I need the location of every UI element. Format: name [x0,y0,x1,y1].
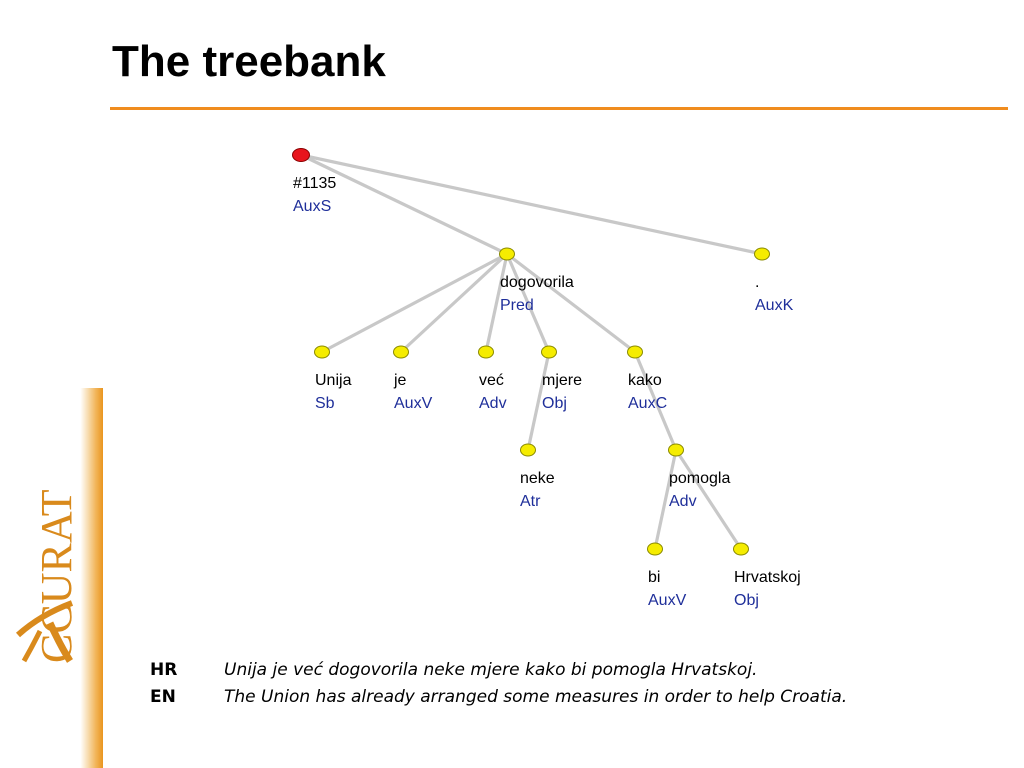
edge-root-period [300,153,763,256]
node-label: Pred [500,297,534,314]
edge-kako-pomogla [633,351,678,451]
node-word: pomogla [669,470,730,487]
tree-node-unija[interactable]: Unija Sb [314,345,352,412]
node-dot [668,443,684,457]
tree-node-je[interactable]: je AuxV [393,345,433,412]
translation-text: Unija je već dogovorila neke mjere kako … [224,659,758,680]
tree-node-dogovorila[interactable]: dogovorila Pred [499,247,574,314]
node-label: AuxS [293,198,331,215]
node-label: AuxV [648,592,687,609]
node-label: Obj [734,592,759,609]
node-word: neke [520,470,555,487]
node-dot [541,345,557,359]
node-word: mjere [542,372,582,389]
tree-node-hrvatskoj[interactable]: Hrvatskoj Obj [733,542,801,609]
node-word: Hrvatskoj [734,569,801,586]
edge-dogovorila-kako [506,252,636,354]
node-word: već [479,372,504,389]
node-dot [393,345,409,359]
logo-sidebar [0,388,103,768]
tree-node-kako[interactable]: kako AuxC [627,345,668,412]
edge-dogovorila-unija [321,252,508,354]
node-dot [520,443,536,457]
tree-node-mjere[interactable]: mjere Obj [541,345,583,412]
translations: HR Unija je već dogovorila neke mjere ka… [150,656,847,710]
node-dot [499,247,515,261]
node-label: Obj [542,395,567,412]
tree-node-period[interactable]: . AuxK [754,247,794,314]
edge-pomogla-hrvatskoj [674,449,743,550]
edge-dogovorila-je [399,252,509,354]
title-divider [110,107,1008,110]
node-label: Sb [315,395,335,412]
tree-edges [300,153,763,550]
node-dot [733,542,749,556]
tree-node-root[interactable]: #1135 AuxS [292,148,337,216]
edge-dogovorila-vec [484,253,509,353]
edge-pomogla-bi [653,449,678,550]
node-word: je [393,372,407,389]
tree-node-vec[interactable]: već Adv [478,345,507,412]
node-label: Adv [669,493,697,510]
tree-node-neke[interactable]: neke Atr [520,443,555,510]
node-word: kako [628,372,662,389]
node-dot [754,247,770,261]
translation-lang: EN [150,686,176,707]
node-dot [647,542,663,556]
translation-text: The Union has already arranged some meas… [224,686,848,707]
node-word: dogovorila [500,274,574,291]
node-label: AuxV [394,395,433,412]
root-node-dot [292,148,310,162]
tree-node-bi[interactable]: bi AuxV [647,542,687,609]
translation-row-hr: HR Unija je već dogovorila neke mjere ka… [150,656,847,683]
node-label: Atr [520,493,541,510]
node-dot [478,345,494,359]
slide-title: The treebank [112,37,386,86]
node-word: bi [648,569,660,586]
edge-dogovorila-mjere [505,253,551,353]
node-word: #1135 [293,175,336,192]
edge-root-dogovorila [300,153,508,256]
tree-node-pomogla[interactable]: pomogla Adv [668,443,731,510]
logo-lambda-icon [15,600,74,663]
translation-lang: HR [150,659,178,680]
edge-mjere-neke [526,351,551,451]
node-label: AuxC [628,395,667,412]
node-label: Adv [479,395,507,412]
node-dot [627,345,643,359]
node-dot [314,345,330,359]
node-word: . [755,274,759,291]
node-word: Unija [315,372,352,389]
node-label: AuxK [755,297,794,314]
translation-row-en: EN The Union has already arranged some m… [150,683,847,710]
